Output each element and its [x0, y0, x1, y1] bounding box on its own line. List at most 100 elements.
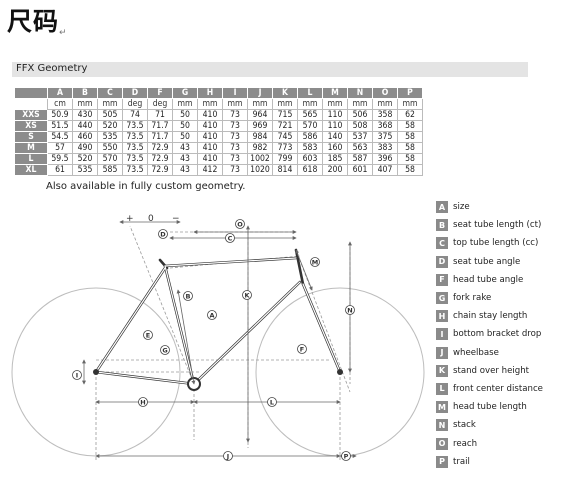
- table-cell: 57: [47, 142, 73, 154]
- size-label: XXS: [14, 109, 48, 121]
- legend-label: reach: [453, 438, 478, 449]
- table-cell: 73: [222, 120, 248, 132]
- diagram-markers: C O D M B A K N E G F I H L J P: [72, 219, 355, 461]
- table-cell: 140: [322, 131, 348, 143]
- legend-key: G: [436, 292, 448, 305]
- table-cell: 185: [322, 153, 348, 165]
- legend-label: seat tube length (ct): [453, 220, 542, 231]
- table-cell: 51.5: [47, 120, 73, 132]
- svg-text:P: P: [344, 453, 349, 461]
- table-cell: 982: [247, 142, 273, 154]
- unit-cell: mm: [172, 98, 198, 110]
- unit-cell: mm: [72, 98, 98, 110]
- table-cell: 550: [97, 142, 123, 154]
- table-cell: 62: [397, 109, 423, 121]
- svg-text:C: C: [228, 235, 233, 243]
- unit-cell: deg: [122, 98, 148, 110]
- table-cell: 814: [272, 164, 298, 176]
- table-cell: 505: [97, 109, 123, 121]
- legend-label: front center distance: [453, 383, 543, 394]
- table-cell: 587: [347, 153, 373, 165]
- table-cell: 586: [297, 131, 323, 143]
- size-label: S: [14, 131, 48, 143]
- table-cell: 200: [322, 164, 348, 176]
- heading-title: 尺码: [7, 7, 60, 36]
- rear-hub: [93, 369, 99, 375]
- front-hub: [337, 369, 343, 375]
- table-cell: 506: [347, 109, 373, 121]
- section-bar: [12, 62, 528, 77]
- table-cell: 984: [247, 131, 273, 143]
- table-cell: 72.9: [147, 164, 173, 176]
- table-cell: 61: [47, 164, 73, 176]
- legend-key: F: [436, 273, 448, 286]
- table-cell: 50: [172, 131, 198, 143]
- legend-label: top tube length (cc): [453, 238, 539, 249]
- legend-key: C: [436, 237, 448, 250]
- marker-F: F: [297, 344, 307, 354]
- legend-label: chain stay length: [453, 311, 528, 322]
- table-cell: 58: [397, 120, 423, 132]
- table-cell: 73.5: [122, 142, 148, 154]
- table-cell: 160: [322, 142, 348, 154]
- svg-text:F: F: [300, 346, 304, 354]
- legend-key: N: [436, 419, 448, 432]
- legend-label: head tube length: [453, 402, 527, 413]
- table-cell: 358: [372, 109, 398, 121]
- unit-cell: mm: [222, 98, 248, 110]
- table-cell: 73: [222, 109, 248, 121]
- table-cell: 396: [372, 153, 398, 165]
- svg-text:L: L: [270, 399, 274, 407]
- table-cell: 410: [197, 109, 223, 121]
- table-cell: 773: [272, 142, 298, 154]
- table-cell: 460: [72, 131, 98, 143]
- table-cell: 43: [172, 153, 198, 165]
- legend-key: J: [436, 346, 448, 359]
- column-letter: P: [397, 87, 423, 99]
- column-letter: D: [122, 87, 148, 99]
- legend-label: fork rake: [453, 293, 492, 304]
- table-cell: 59.5: [47, 153, 73, 165]
- legend-label: stack: [453, 420, 476, 431]
- svg-text:H: H: [140, 399, 145, 407]
- marker-C: C: [225, 233, 235, 243]
- marker-I: I: [72, 370, 82, 380]
- table-cell: 964: [247, 109, 273, 121]
- column-letter: L: [297, 87, 323, 99]
- table-cell: 375: [372, 131, 398, 143]
- legend-key: O: [436, 437, 448, 450]
- table-cell: 1020: [247, 164, 273, 176]
- unit-cell: mm: [272, 98, 298, 110]
- table-cell: 71: [147, 109, 173, 121]
- svg-text:M: M: [312, 259, 318, 267]
- column-letter: M: [322, 87, 348, 99]
- marker-M: M: [310, 257, 320, 267]
- table-cell: 72.9: [147, 153, 173, 165]
- table-cell: 585: [97, 164, 123, 176]
- table-cell: 412: [197, 164, 223, 176]
- column-letter: G: [172, 87, 198, 99]
- column-letter: J: [247, 87, 273, 99]
- table-cell: 58: [397, 131, 423, 143]
- table-cell: 43: [172, 164, 198, 176]
- table-cell: 440: [72, 120, 98, 132]
- column-letter: I: [222, 87, 248, 99]
- table-cell: 520: [72, 153, 98, 165]
- table-cell: 72.9: [147, 142, 173, 154]
- table-cell: 570: [297, 120, 323, 132]
- legend-key: I: [436, 328, 448, 341]
